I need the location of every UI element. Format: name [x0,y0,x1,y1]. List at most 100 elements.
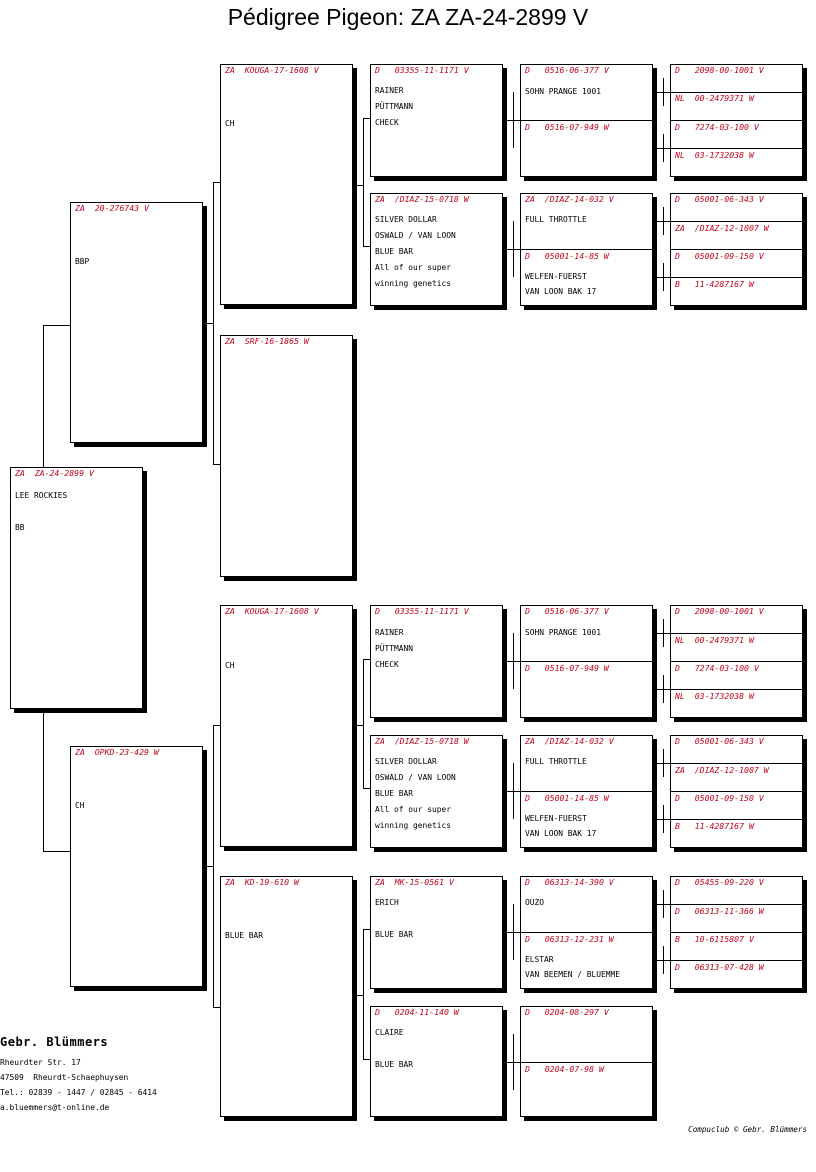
g4-dsd-line-3: BLUE BAR [375,789,414,798]
sire-sire-ring: ZA KOUGA-17-1608 V [225,65,319,75]
g4-sss-card: D 03355-11-1171 V RAINER PÜTTMANN CHECK [370,64,503,177]
dam-dam-card: ZA KD-19-610 W BLUE BAR [220,876,353,1117]
g4-ddd-card: D 0204-11-140 W CLAIRE BLUE BAR [370,1006,503,1117]
subject-ring: ZA ZA-24-2899 V [15,468,94,478]
sire-dam-card: ZA SRF-16-1865 W [220,335,353,577]
g6-2-ring-2: ZA /DIAZ-12-1007 W [675,223,769,233]
g5-ssd-sire-ring: ZA /DIAZ-14-032 V [525,194,614,204]
g4-ssd-line-4: All of our super [375,263,452,272]
g5-dsd-sire-ring: ZA /DIAZ-14-032 V [525,736,614,746]
g6-group-1: D 2098-00-1001 V NL 00-2479371 W D 7274-… [670,64,803,177]
g4-dds-line-2: BLUE BAR [375,930,414,939]
g4-ssd-card: ZA /DIAZ-15-0718 W SILVER DOLLAR OSWALD … [370,193,503,306]
g4-ssd-line-5: winning genetics [375,279,452,288]
g6-2-ring-4: B 11-4287167 W [675,279,754,289]
dam-sire-ring: ZA KOUGA-17-1608 V [225,606,319,616]
g5-dds-dam-line-1: ELSTAR [525,955,554,964]
g5-ddd-dam-ring: D 0204-07-98 W [525,1064,604,1074]
g5-dss-sire-ring: D 0516-06-377 V [525,606,609,616]
g4-sss-ring: D 03355-11-1171 V [375,65,469,75]
g4-dss-line-2: PÜTTMANN [375,644,414,653]
g4-dds-line-1: ERICH [375,898,399,907]
g6-2-ring-3: D 05001-09-150 V [675,251,764,261]
owner-tel: Tel.: 02839 - 1447 / 02845 - 6414 [0,1088,157,1097]
owner-city: 47509 Rheurdt-Schaephuysen [0,1073,129,1082]
sire-color: BBP [75,257,90,266]
dam-dam-color: BLUE BAR [225,931,264,940]
sire-dam-ring: ZA SRF-16-1865 W [225,336,309,346]
sire-ring: ZA 20-276743 V [75,203,149,213]
g4-ssd-line-1: SILVER DOLLAR [375,215,437,224]
dam-color: CH [75,801,85,810]
g5-sss-dam-ring: D 0516-07-949 W [525,122,609,132]
g5-sss-sire-name: SOHN PRANGE 1001 [525,87,602,96]
owner-block: Gebr. Blümmers Rheurdter Str. 17 47509 R… [0,1035,157,1112]
g6-group-3: D 2098-00-1001 V NL 00-2479371 W D 7274-… [670,605,803,718]
g6-3-ring-1: D 2098-00-1001 V [675,606,764,616]
g5-dsd-dam-ring: D 05001-14-85 W [525,793,609,803]
g5-dds-sire-name: OUZO [525,898,545,907]
g5-ssd-sire-name: FULL THROTTLE [525,215,587,224]
g5-ddd-sire-ring: D 0204-08-297 V [525,1007,609,1017]
g4-dds-ring: ZA MK-15-0561 V [375,877,454,887]
g4-ddd-ring: D 0204-11-140 W [375,1007,459,1017]
g4-ssd-line-3: BLUE BAR [375,247,414,256]
g6-4-ring-2: ZA /DIAZ-12-1007 W [675,765,769,775]
g5-ddd-card: D 0204-08-297 V D 0204-07-98 W [520,1006,653,1117]
g5-dds-dam-line-2: VAN BEEMEN / BLUEMME [525,970,621,979]
page-title: Pédigree Pigeon: ZA ZA-24-2899 V [227,4,589,30]
g5-dsd-card: ZA /DIAZ-14-032 V FULL THROTTLE D 05001-… [520,735,653,848]
g6-group-4: D 05001-06-343 V ZA /DIAZ-12-1007 W D 05… [670,735,803,848]
owner-street: Rheurdter Str. 17 [0,1058,81,1067]
g6-3-ring-3: D 7274-03-100 V [675,663,759,673]
dam-card: ZA OPKD-23-429 W CH [70,746,203,987]
credit-footer: Compuclub © Gebr. Blümmers [688,1125,807,1134]
g4-dss-line-3: CHECK [375,660,399,669]
subject-color: BB [15,523,25,532]
g6-5-ring-3: B 10-6115807 V [675,934,754,944]
g4-dsd-card: ZA /DIAZ-15-0718 W SILVER DOLLAR OSWALD … [370,735,503,848]
owner-email[interactable]: a.bluemmers@t-online.de [0,1103,110,1112]
g5-sss-sire-ring: D 0516-06-377 V [525,65,609,75]
g4-dss-ring: D 03355-11-1171 V [375,606,469,616]
g6-2-ring-1: D 05001-06-343 V [675,194,764,204]
g4-ddd-line-2: BLUE BAR [375,1060,414,1069]
g5-dsd-dam-line-1: WELFEN-FUERST [525,814,587,823]
g5-ssd-dam-ring: D 05001-14-85 W [525,251,609,261]
g5-sss-card: D 0516-06-377 V SOHN PRANGE 1001 D 0516-… [520,64,653,177]
g4-sss-line-1: RAINER [375,86,404,95]
g6-5-ring-2: D 06313-11-366 W [675,906,764,916]
g4-dss-line-1: RAINER [375,628,404,637]
g4-sss-line-3: CHECK [375,118,399,127]
g4-ssd-line-2: OSWALD / VAN LOON [375,231,456,240]
dam-sire-card: ZA KOUGA-17-1608 V CH [220,605,353,847]
g4-dsd-line-2: OSWALD / VAN LOON [375,773,456,782]
g6-5-ring-1: D 05455-09-220 V [675,877,764,887]
g5-dsd-dam-line-2: VAN LOON BAK 17 [525,829,597,838]
g6-group-2: D 05001-06-343 V ZA /DIAZ-12-1007 W D 05… [670,193,803,306]
dam-ring: ZA OPKD-23-429 W [75,747,159,757]
g5-ssd-card: ZA /DIAZ-14-032 V FULL THROTTLE D 05001-… [520,193,653,306]
g5-dds-card: D 06313-14-390 V OUZO D 06313-12-231 W E… [520,876,653,989]
g5-dss-dam-ring: D 0516-07-949 W [525,663,609,673]
g5-ssd-dam-line-1: WELFEN-FUERST [525,272,587,281]
sire-sire-card: ZA KOUGA-17-1608 V CH [220,64,353,305]
g5-dss-card: D 0516-06-377 V SOHN PRANGE 1001 D 0516-… [520,605,653,718]
g6-3-ring-4: NL 03-1732038 W [675,691,754,701]
sire-card: ZA 20-276743 V BBP [70,202,203,443]
g4-dsd-line-5: winning genetics [375,821,452,830]
g6-5-ring-4: D 06313-07-428 W [675,962,764,972]
g4-dss-card: D 03355-11-1171 V RAINER PÜTTMANN CHECK [370,605,503,718]
subject-name: LEE ROCKIES [15,491,68,500]
g6-1-ring-4: NL 03-1732038 W [675,150,754,160]
g4-dsd-line-4: All of our super [375,805,452,814]
owner-name: Gebr. Blümmers [0,1035,109,1049]
g6-1-ring-1: D 2098-00-1001 V [675,65,764,75]
g6-group-5: D 05455-09-220 V D 06313-11-366 W B 10-6… [670,876,803,989]
g5-dds-sire-ring: D 06313-14-390 V [525,877,614,887]
dam-sire-color: CH [225,661,235,670]
g6-4-ring-1: D 05001-06-343 V [675,736,764,746]
g4-ddd-line-1: CLAIRE [375,1028,404,1037]
g4-sss-line-2: PÜTTMANN [375,102,414,111]
